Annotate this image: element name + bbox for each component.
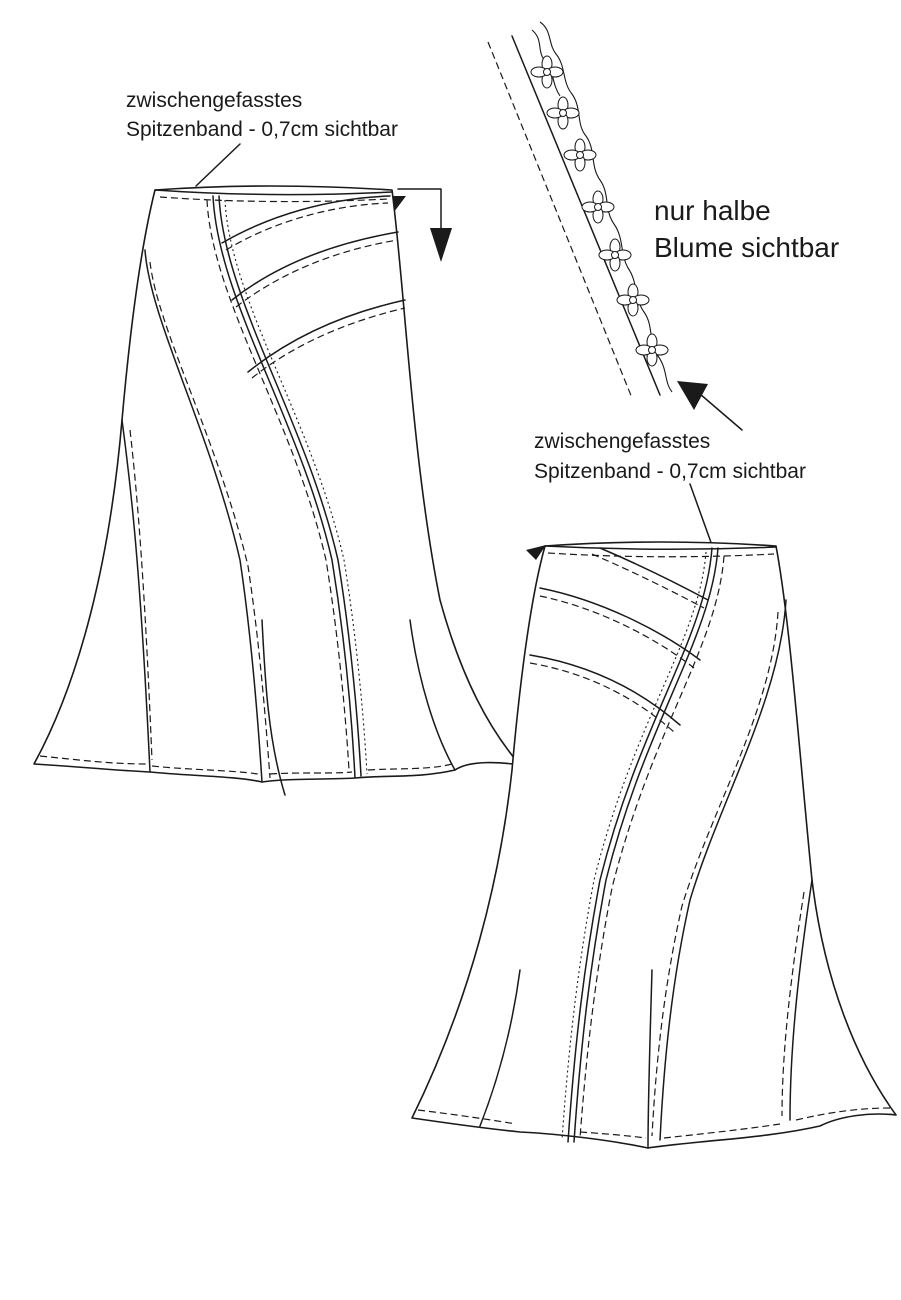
leader-arrow-detail	[677, 381, 743, 431]
flower-icon	[635, 333, 669, 367]
flower-icon	[598, 238, 632, 272]
fold-marker-icon	[526, 545, 546, 560]
skirt-back-view	[411, 541, 897, 1149]
label-top-left-line1: zwischengefasstes	[126, 89, 302, 112]
skirt-front-outline	[33, 185, 521, 783]
lace-seam-front	[212, 195, 356, 779]
flower-icon	[546, 96, 580, 130]
lace-band-back	[561, 551, 707, 1141]
flower-icon	[563, 138, 597, 172]
detail-edge-line	[511, 35, 661, 396]
lace-seam-back	[567, 547, 713, 1143]
lace-flowers	[530, 55, 669, 367]
flower-icon	[616, 283, 650, 317]
flower-note-line1: nur halbe	[654, 195, 771, 226]
label-top-left-line2: Spitzenband - 0,7cm sichtbar	[126, 118, 398, 141]
leader-line-middle-right	[689, 483, 714, 549]
flower-note-line2: Blume sichtbar	[654, 232, 839, 263]
lace-band-front	[224, 199, 368, 775]
label-middle-right-line1: zwischengefasstes	[534, 430, 710, 453]
skirt-back-outline	[411, 541, 897, 1149]
down-arrow-icon	[430, 228, 452, 262]
detail-stitch-line	[487, 41, 633, 399]
label-middle-right: zwischengefasstes Spitzenband - 0,7cm si…	[534, 430, 806, 483]
leader-line-top-left	[195, 143, 241, 187]
flower-note: nur halbe Blume sichtbar	[654, 195, 839, 263]
flower-icon	[530, 55, 564, 89]
skirt-front-view	[33, 185, 521, 796]
label-top-left: zwischengefasstes Spitzenband - 0,7cm si…	[126, 89, 398, 141]
pointer-arrow-icon	[677, 381, 708, 410]
label-middle-right-line2: Spitzenband - 0,7cm sichtbar	[534, 460, 806, 483]
lace-detail	[487, 21, 673, 399]
flower-icon	[581, 190, 615, 224]
